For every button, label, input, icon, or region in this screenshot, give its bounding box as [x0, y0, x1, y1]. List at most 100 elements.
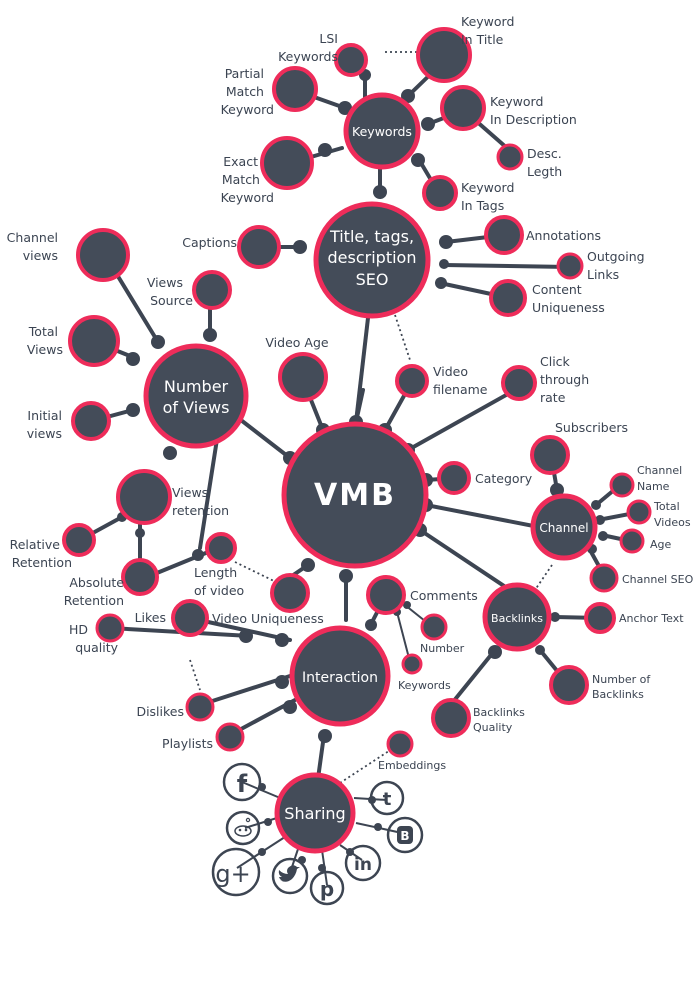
twitter-icon[interactable] [271, 857, 309, 895]
svg-text:quality: quality [75, 640, 118, 655]
tumblr-icon[interactable]: t [369, 780, 405, 816]
label-total-views: Total [28, 324, 58, 339]
svg-text:views: views [27, 426, 62, 441]
reddit-icon[interactable] [225, 810, 261, 846]
svg-text:of Views: of Views [163, 398, 230, 417]
svg-text:Source: Source [150, 293, 193, 308]
hub-interaction: Interaction [289, 625, 391, 727]
svg-text:retention: retention [172, 503, 229, 518]
svg-text:SEO: SEO [356, 270, 389, 289]
svg-text:Match: Match [222, 172, 260, 187]
svg-text:Retention: Retention [64, 593, 124, 608]
svg-text:views: views [23, 248, 58, 263]
label-anchor-text: Anchor Text [619, 612, 684, 625]
hub-sharing: Sharing [274, 772, 356, 854]
label-backlinks-quality: Backlinks [473, 706, 525, 719]
svg-text:f: f [237, 770, 248, 798]
google-plus-icon[interactable]: g+ [211, 847, 261, 897]
label-hd: HD [69, 622, 88, 637]
label-keyword-description: Keyword [490, 94, 543, 109]
hub-keywords: Keywords [343, 92, 421, 170]
svg-text:Quality: Quality [473, 721, 513, 734]
hub-center: VMB [281, 421, 429, 569]
linkedin-icon[interactable]: in [344, 844, 382, 882]
svg-text:Keyword: Keyword [221, 190, 274, 205]
label-embeddings: Embeddings [378, 759, 446, 772]
label-content: Content [532, 282, 582, 297]
hub-backlinks: Backlinks [482, 582, 552, 652]
svg-text:Keywords: Keywords [352, 124, 412, 139]
label-relative: Relative [10, 537, 61, 552]
svg-text:Videos: Videos [654, 516, 691, 529]
label-absolute: Absolute [69, 575, 124, 590]
label-length: Length [194, 565, 237, 580]
hub-number-of-views: Number of Views [143, 343, 249, 449]
svg-text:Backlinks: Backlinks [592, 688, 644, 701]
label-initial-views: Initial [27, 408, 62, 423]
svg-text:g+: g+ [215, 860, 250, 888]
label-likes: Likes [135, 610, 166, 625]
hub-channel: Channel [530, 493, 598, 561]
label-lsi: LSI [319, 31, 338, 46]
label-category: Category [475, 471, 533, 486]
svg-text:description: description [328, 248, 417, 267]
svg-text:t: t [383, 789, 392, 810]
svg-text:Number: Number [164, 377, 229, 396]
label-video-filename: Video [433, 364, 468, 379]
label-comments: Comments [410, 588, 478, 603]
label-channel-views: Channel [7, 230, 58, 245]
label-keywords-comments: Keywords [398, 679, 451, 692]
svg-text:Sharing: Sharing [284, 804, 345, 823]
label-video-age: Video Age [265, 335, 328, 350]
svg-text:Keywords: Keywords [278, 49, 338, 64]
label-channel-seo: Channel SEO [622, 573, 694, 586]
label-playlists: Playlists [162, 736, 213, 751]
label-number-of-backlinks: Number of [592, 673, 651, 686]
label-video-uniqueness: Video Uniqueness [212, 611, 324, 626]
svg-text:B: B [400, 829, 409, 843]
label-age: Age [650, 538, 672, 551]
hub-title-seo: Title, tags, description SEO [313, 201, 431, 319]
svg-text:through: through [540, 372, 589, 387]
pinterest-icon[interactable]: p [309, 870, 345, 906]
label-ctr: Click [540, 354, 571, 369]
label-number: Number [420, 642, 465, 655]
leaf-nodes [62, 27, 652, 758]
svg-text:Channel: Channel [539, 521, 588, 535]
svg-text:filename: filename [433, 382, 488, 397]
svg-text:Backlinks: Backlinks [491, 612, 543, 625]
svg-text:Links: Links [587, 267, 619, 282]
svg-text:Legth: Legth [527, 164, 562, 179]
svg-text:Title, tags,: Title, tags, [329, 227, 414, 246]
label-total-videos: Total [653, 500, 680, 513]
center-logo: VMB [314, 478, 396, 513]
blogger-icon[interactable]: B [386, 816, 424, 854]
label-views-source: Views [147, 275, 183, 290]
svg-text:Uniqueness: Uniqueness [532, 300, 605, 315]
label-subscribers: Subscribers [555, 420, 628, 435]
svg-text:In Title: In Title [461, 32, 504, 47]
social-icons: f g+ p in B [211, 762, 424, 906]
label-exact: Exact [223, 154, 258, 169]
svg-text:Match: Match [226, 84, 264, 99]
label-keyword-tags: Keyword [461, 180, 514, 195]
node-labels: LSI Keywords Keyword In Title Partial Ma… [7, 14, 694, 772]
label-outgoing: Outgoing [587, 249, 645, 264]
label-captions: Captions [182, 235, 237, 250]
svg-text:of video: of video [194, 583, 244, 598]
svg-text:In Description: In Description [490, 112, 577, 127]
label-channel-name: Channel [637, 464, 682, 477]
svg-text:Keyword: Keyword [221, 102, 274, 117]
svg-text:Retention: Retention [12, 555, 72, 570]
svg-text:Views: Views [27, 342, 63, 357]
label-dislikes: Dislikes [136, 704, 184, 719]
svg-text:Interaction: Interaction [302, 670, 378, 686]
label-desc-length: Desc. [527, 146, 562, 161]
svg-text:In Tags: In Tags [461, 198, 504, 213]
label-annotations: Annotations [526, 228, 601, 243]
facebook-icon[interactable]: f [222, 762, 262, 802]
svg-text:in: in [354, 855, 372, 875]
svg-text:p: p [320, 877, 334, 901]
label-partial: Partial [225, 66, 264, 81]
